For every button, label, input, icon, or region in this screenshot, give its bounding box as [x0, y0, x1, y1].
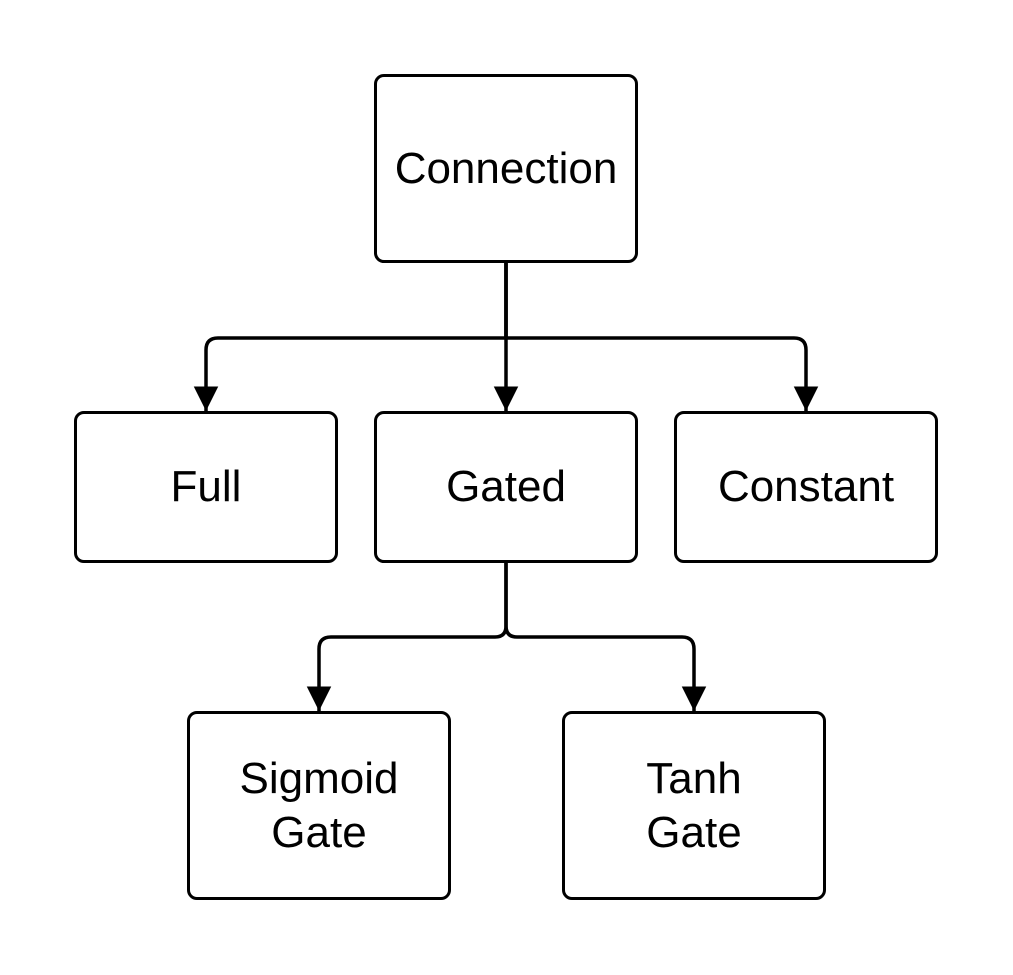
node-connection: Connection — [374, 74, 638, 263]
edge-connection-full — [193, 263, 508, 411]
node-sigmoid-gate-label-line1: Sigmoid — [239, 753, 399, 803]
node-sigmoid-gate-label-line2: Gate — [271, 807, 367, 857]
edge-gated-tanh-gate — [504, 563, 707, 711]
node-constant-label: Constant — [717, 462, 895, 511]
node-gated-label: Gated — [446, 462, 566, 511]
node-tanh-gate-label-line2: Gate — [646, 807, 742, 857]
node-full-label: Full — [170, 462, 242, 511]
node-connection-label: Connection — [394, 143, 618, 193]
node-gated: Gated — [374, 411, 638, 563]
node-sigmoid-gate: Sigmoid Gate — [187, 711, 451, 900]
edge-connection-constant — [504, 263, 819, 411]
node-tanh-gate: Tanh Gate — [562, 711, 826, 900]
edge-gated-sigmoid-gate — [306, 563, 508, 711]
node-tanh-gate-label-line1: Tanh — [646, 753, 742, 803]
node-constant: Constant — [674, 411, 938, 563]
node-full: Full — [74, 411, 338, 563]
